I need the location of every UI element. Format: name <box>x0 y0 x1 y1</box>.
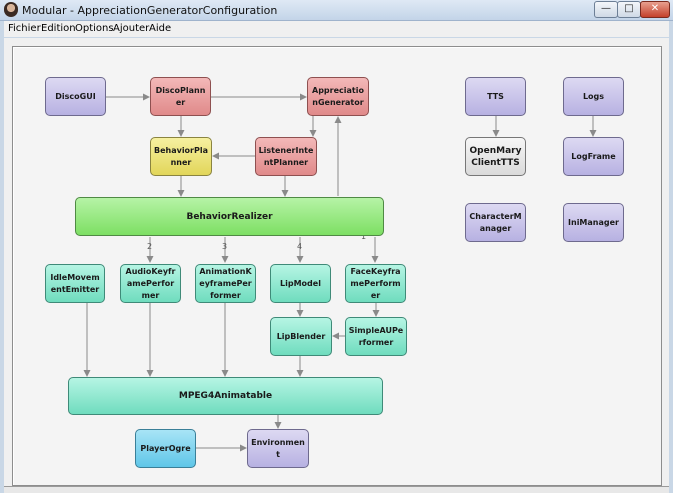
node-simple-au-performer[interactable]: SimpleAUPerformer <box>345 317 407 356</box>
node-ini-manager[interactable]: IniManager <box>563 203 624 242</box>
node-lip-blender[interactable]: LipBlender <box>270 317 332 356</box>
edge-label: 4 <box>297 242 303 251</box>
node-log-frame[interactable]: LogFrame <box>563 137 624 176</box>
node-face-keyframe-performer[interactable]: FaceKeyframePerformer <box>345 264 406 303</box>
node-openmary-client-tts[interactable]: OpenMary ClientTTS <box>465 137 526 176</box>
edge-label: 3 <box>222 242 228 251</box>
node-player-ogre[interactable]: PlayerOgre <box>135 429 196 468</box>
node-logs[interactable]: Logs <box>563 77 624 116</box>
node-lip-model[interactable]: LipModel <box>270 264 331 303</box>
node-tts[interactable]: TTS <box>465 77 526 116</box>
node-audio-keyframe-performer[interactable]: AudioKeyframePerformer <box>120 264 181 303</box>
node-idle-movement-emitter[interactable]: IdleMovementEmitter <box>45 264 105 303</box>
node-appreciation-generator[interactable]: AppreciationGenerator <box>307 77 369 116</box>
menu-aide[interactable]: Aide <box>149 23 172 34</box>
edge-label: 1 <box>361 232 367 241</box>
edge-label: 2 <box>147 242 153 251</box>
menu-bar: Fichier Edition Options Ajouter Aide <box>4 21 669 37</box>
menu-ajouter[interactable]: Ajouter <box>113 23 150 34</box>
node-character-manager[interactable]: CharacterManager <box>465 203 526 242</box>
app-icon <box>4 2 18 17</box>
node-disco-gui[interactable]: DiscoGUI <box>45 77 106 116</box>
node-environment[interactable]: Environment <box>247 429 309 468</box>
node-animation-keyframe-performer[interactable]: AnimationKeyframePerformer <box>195 264 256 303</box>
menu-options[interactable]: Options <box>75 23 114 34</box>
node-disco-planner[interactable]: DiscoPlanner <box>150 77 211 116</box>
node-mpeg4-animatable[interactable]: MPEG4Animatable <box>68 377 383 415</box>
node-listener-intent-planner[interactable]: ListenerIntentPlanner <box>255 137 317 176</box>
window-title: Modular - AppreciationGeneratorConfigura… <box>22 4 278 17</box>
menu-fichier[interactable]: Fichier <box>8 23 41 34</box>
node-behavior-realizer[interactable]: BehaviorRealizer <box>75 197 384 236</box>
node-behavior-planner[interactable]: BehaviorPlanner <box>150 137 212 176</box>
minimize-button[interactable]: — <box>594 1 618 18</box>
close-button[interactable]: ✕ <box>640 1 670 18</box>
menu-edition[interactable]: Edition <box>41 23 76 34</box>
horizontal-scrollbar[interactable] <box>4 486 669 493</box>
title-bar: Modular - AppreciationGeneratorConfigura… <box>0 0 673 21</box>
